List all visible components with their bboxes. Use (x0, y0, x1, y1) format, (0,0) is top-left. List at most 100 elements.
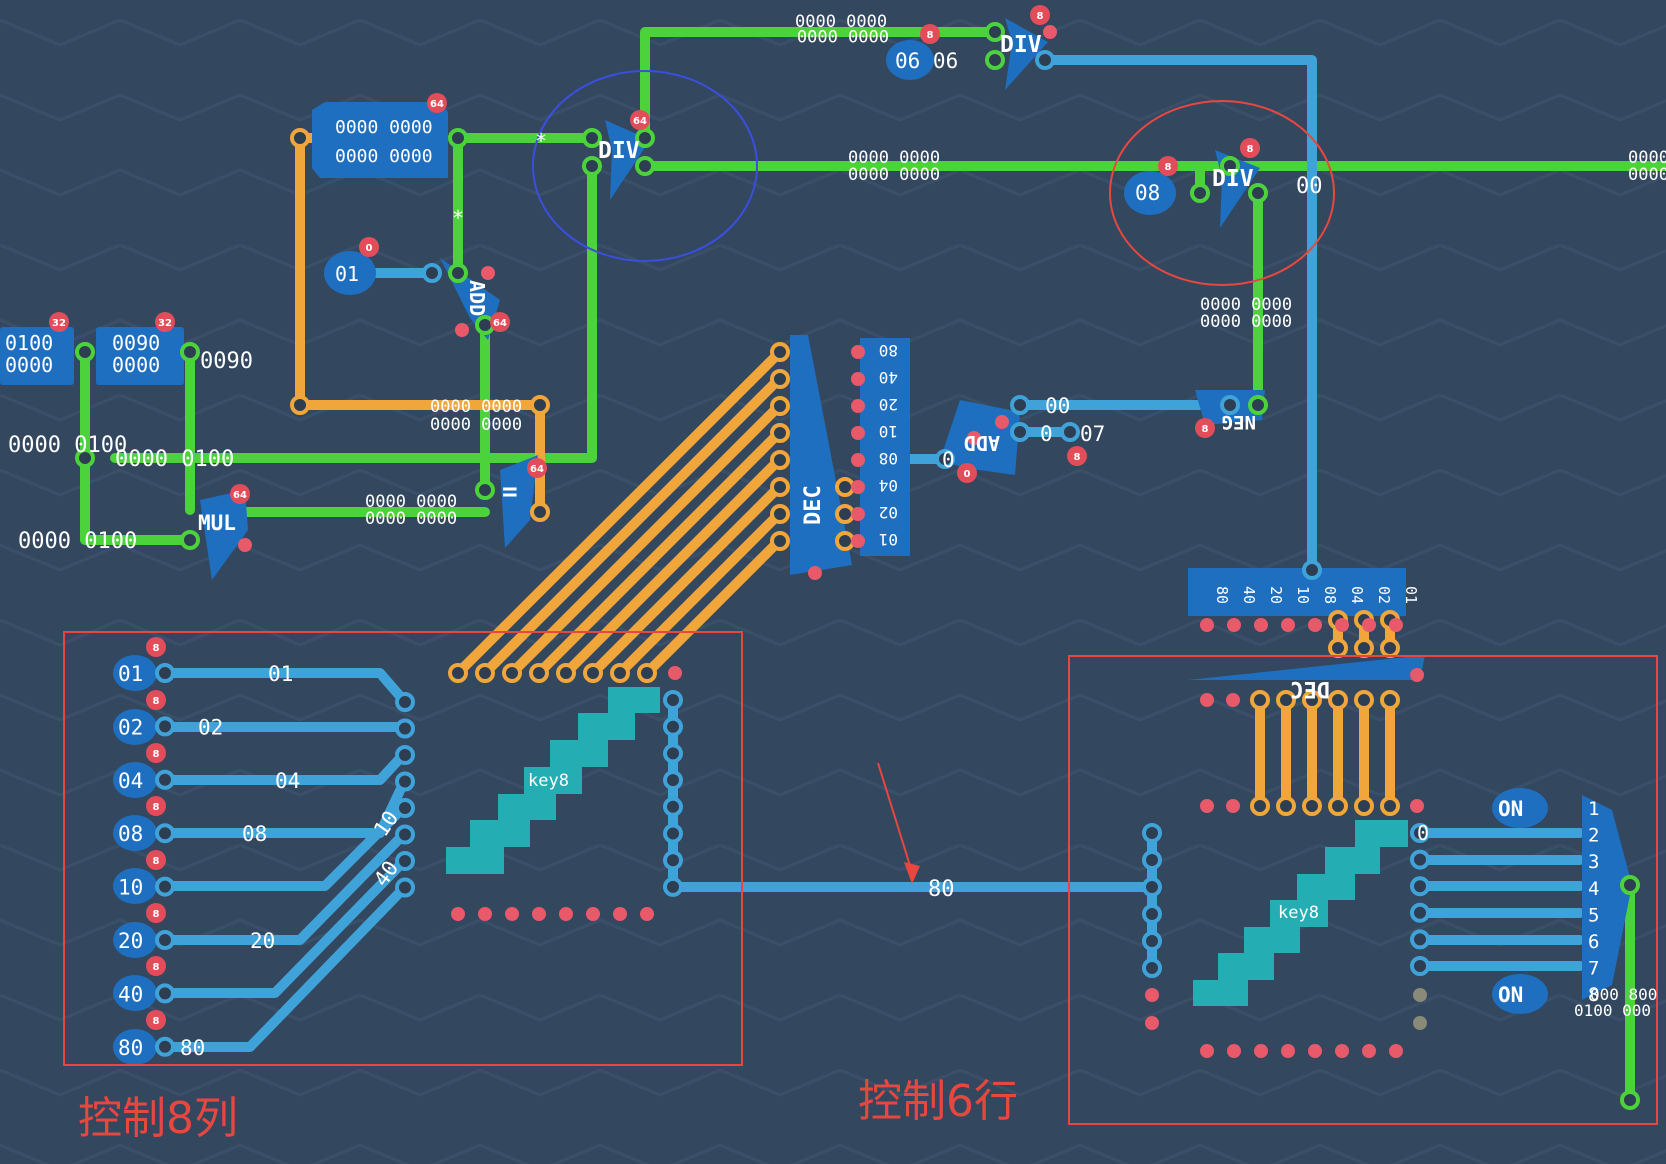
pin[interactable] (1250, 796, 1270, 816)
orange-wire[interactable] (561, 454, 785, 678)
pin[interactable] (448, 128, 468, 148)
row-input-node[interactable] (113, 762, 157, 798)
pin[interactable] (1060, 422, 1080, 442)
green-wire[interactable] (80, 347, 195, 545)
pin[interactable] (1380, 638, 1400, 658)
pin[interactable] (1220, 156, 1240, 176)
pin[interactable] (1142, 877, 1162, 897)
div-top-input[interactable] (886, 40, 934, 80)
pin[interactable] (290, 395, 310, 415)
green-wire[interactable] (640, 27, 1000, 143)
pin[interactable] (395, 771, 415, 792)
row-input-node[interactable] (113, 1029, 157, 1065)
pin[interactable] (530, 502, 550, 522)
pin[interactable] (556, 663, 576, 683)
pin[interactable] (155, 1036, 175, 1057)
blue-wire[interactable] (1040, 55, 1317, 575)
pin[interactable] (663, 716, 683, 737)
pin[interactable] (835, 504, 855, 524)
orange-wire[interactable] (453, 347, 785, 678)
pin[interactable] (663, 850, 683, 871)
pin[interactable] (1276, 796, 1296, 816)
blue-wire[interactable] (160, 748, 410, 785)
row-input-node[interactable] (113, 868, 157, 904)
pin[interactable] (290, 128, 310, 148)
pin[interactable] (770, 477, 790, 497)
blue-wire[interactable] (160, 668, 410, 707)
pin[interactable] (663, 770, 683, 791)
pin[interactable] (180, 530, 200, 550)
pin[interactable] (1620, 1090, 1640, 1110)
pin[interactable] (770, 369, 790, 389)
on-switch-1[interactable] (1492, 788, 1548, 828)
pin[interactable] (1142, 904, 1162, 924)
pin[interactable] (770, 504, 790, 524)
pin[interactable] (610, 663, 630, 683)
pin[interactable] (1410, 876, 1430, 897)
pin[interactable] (155, 716, 175, 737)
pin[interactable] (395, 798, 415, 818)
orange-wire[interactable] (588, 481, 785, 678)
pin[interactable] (155, 663, 175, 683)
pin[interactable] (582, 128, 602, 148)
pin[interactable] (1410, 823, 1430, 843)
mul-gate[interactable] (200, 490, 248, 580)
pin[interactable] (395, 745, 415, 765)
pin[interactable] (663, 796, 683, 817)
pin[interactable] (1248, 395, 1268, 415)
pin[interactable] (770, 342, 790, 362)
orange-wire[interactable] (615, 508, 785, 678)
pin[interactable] (1302, 690, 1322, 710)
row-input-node[interactable] (113, 815, 157, 851)
pin[interactable] (582, 156, 602, 176)
pin[interactable] (448, 663, 468, 683)
pin[interactable] (1410, 956, 1430, 976)
pin[interactable] (475, 480, 495, 500)
pin[interactable] (1328, 638, 1348, 658)
pin[interactable] (985, 50, 1005, 70)
orange-wire[interactable] (507, 400, 785, 678)
eq-gate[interactable] (500, 455, 538, 548)
pin[interactable] (583, 663, 603, 683)
orange-wire[interactable] (642, 535, 785, 678)
pin[interactable] (663, 690, 683, 710)
pin[interactable] (985, 22, 1005, 42)
pin[interactable] (155, 930, 175, 950)
pin[interactable] (835, 531, 855, 551)
pin[interactable] (180, 342, 200, 362)
pin[interactable] (835, 477, 855, 497)
pin[interactable] (1250, 690, 1270, 710)
pin[interactable] (635, 128, 655, 148)
pin[interactable] (770, 423, 790, 443)
pin[interactable] (635, 156, 655, 176)
blue-wire[interactable] (160, 882, 410, 1052)
pin[interactable] (1010, 422, 1030, 442)
pin[interactable] (395, 692, 415, 712)
row-input-node[interactable] (113, 922, 157, 958)
pin[interactable] (155, 876, 175, 897)
pin[interactable] (395, 718, 415, 739)
pin[interactable] (663, 823, 683, 844)
pin[interactable] (75, 342, 95, 362)
pin[interactable] (1328, 796, 1348, 816)
pin[interactable] (770, 396, 790, 416)
pin[interactable] (770, 531, 790, 551)
mux-right[interactable] (1582, 795, 1632, 1000)
blue-wire[interactable] (160, 855, 410, 998)
pin[interactable] (1142, 823, 1162, 843)
row-input-node[interactable] (113, 655, 157, 691)
pin[interactable] (155, 769, 175, 790)
pin[interactable] (1380, 796, 1400, 816)
key8-right[interactable] (1193, 820, 1408, 1006)
key8-left[interactable] (446, 687, 660, 874)
orange-wire[interactable] (480, 373, 785, 678)
pin[interactable] (1302, 560, 1322, 580)
const-01[interactable] (324, 251, 376, 295)
dec-right[interactable] (1188, 655, 1425, 680)
pin[interactable] (1276, 690, 1296, 710)
const-box-b[interactable] (96, 327, 184, 385)
pin[interactable] (637, 663, 657, 683)
const-box-a[interactable] (0, 327, 74, 385)
pin[interactable] (1248, 183, 1268, 203)
pin[interactable] (1035, 50, 1055, 70)
